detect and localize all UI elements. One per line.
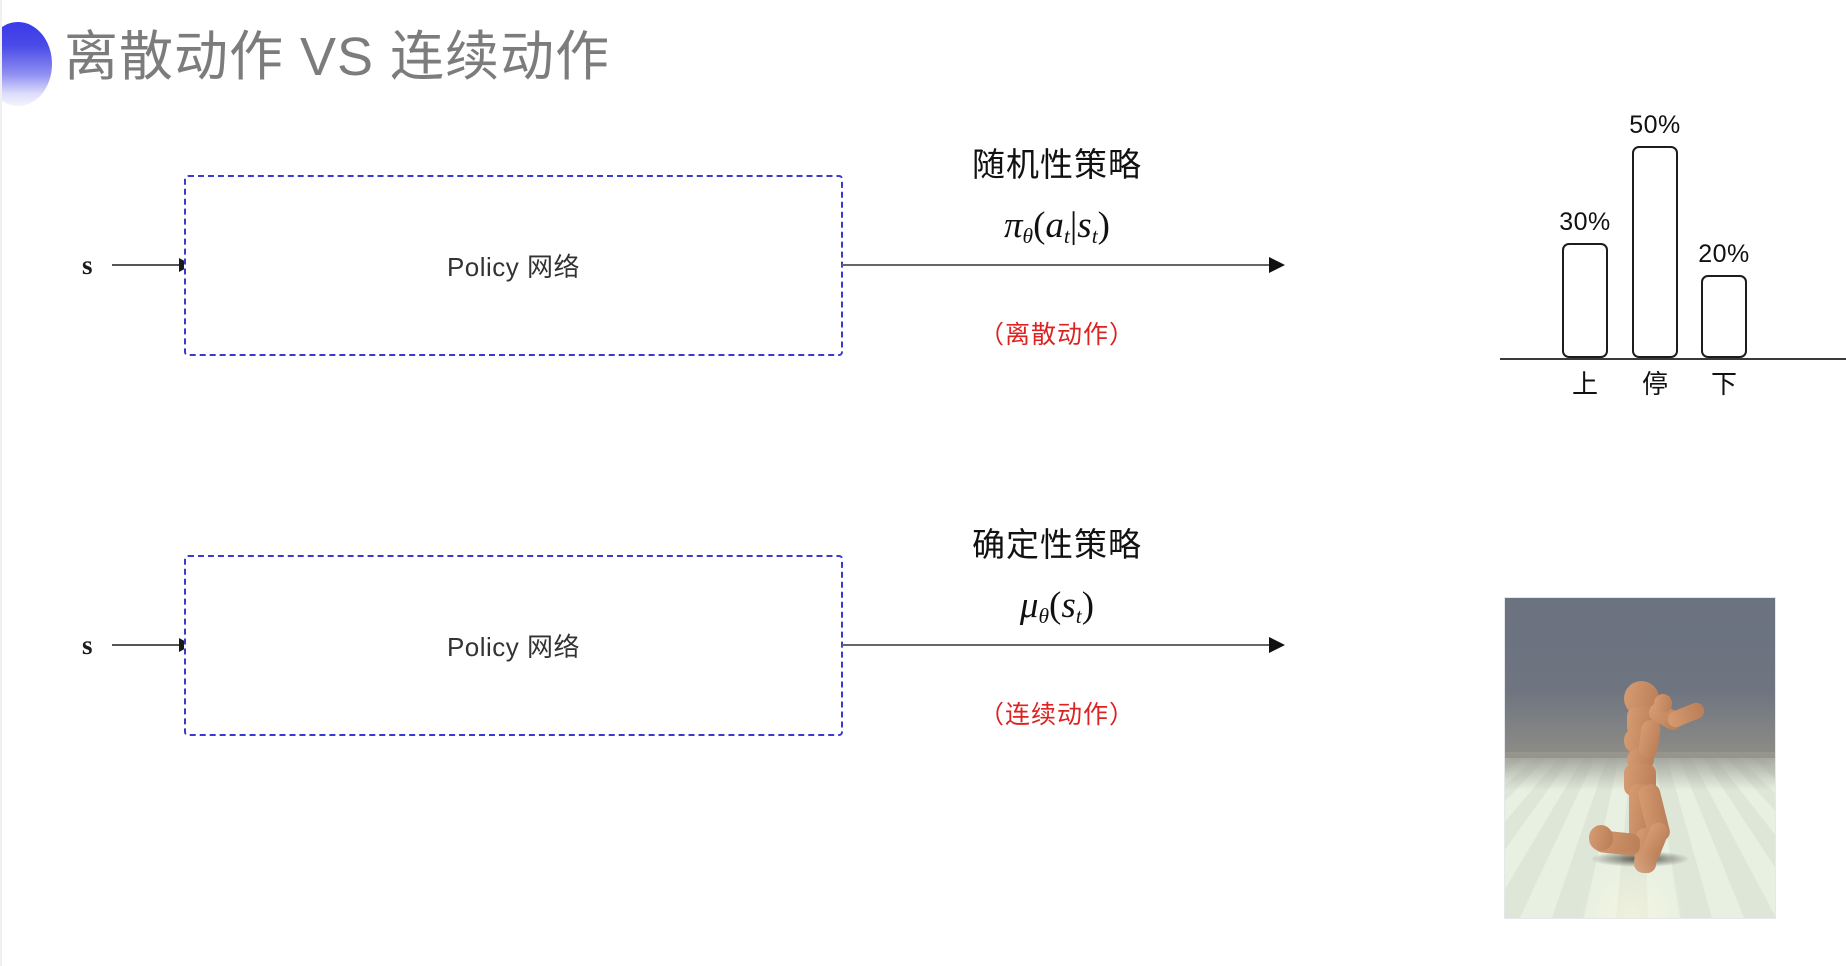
- bar-chart-plot-area: 30% 50% 20%: [1500, 96, 1830, 358]
- annotation-continuous: 确定性策略 μθ(st): [877, 518, 1237, 629]
- bar-value-label-0: 30%: [1559, 208, 1611, 236]
- bar-value-label-2: 20%: [1698, 240, 1750, 268]
- policy-network-box-discrete[interactable]: Policy 网络: [184, 175, 843, 356]
- action-probability-bar-chart: 30% 50% 20% 上 停 下: [1500, 96, 1846, 399]
- bar-category-label-2: 下: [1710, 369, 1737, 399]
- formula-arg-sub-continuous: t: [1075, 604, 1082, 628]
- annotation-formula-discrete: πθ(at|st): [877, 204, 1237, 249]
- bar-group-1[interactable]: 50%: [1629, 96, 1681, 358]
- formula-cond-sub-discrete: t: [1091, 224, 1098, 248]
- discrete-action-row: s Policy 网络 随机性策略 πθ(at|st) （离散动作）: [2, 140, 1846, 440]
- formula-close-discrete: ): [1097, 205, 1110, 246]
- title-decoration-icon: [2, 22, 52, 106]
- bar-rect-2: [1701, 275, 1747, 358]
- formula-close-continuous: ): [1081, 585, 1095, 626]
- annotation-note-discrete: （离散动作）: [978, 321, 1135, 349]
- bar-category-label-1: 停: [1641, 369, 1668, 399]
- formula-fn-continuous: μ: [1019, 585, 1039, 626]
- bar-value-label-1: 50%: [1629, 111, 1681, 139]
- policy-network-label-discrete: Policy 网络: [446, 252, 581, 282]
- annotation-title-discrete: 随机性策略: [972, 146, 1142, 183]
- formula-arg-sub-discrete: t: [1063, 224, 1070, 248]
- continuous-action-row: s Policy 网络 确定性策略 μθ(st) （连续动作）: [2, 520, 1846, 920]
- humanoid-hand-right: [1653, 694, 1673, 714]
- state-input-arrow-discrete: [112, 258, 192, 272]
- policy-output-arrow-continuous: [842, 637, 1285, 653]
- formula-open-continuous: (: [1049, 585, 1062, 626]
- formula-bar-discrete: |: [1069, 205, 1078, 246]
- formula-arg-continuous: s: [1061, 585, 1076, 626]
- formula-sub-discrete: θ: [1022, 224, 1034, 248]
- bar-group-2[interactable]: 20%: [1698, 96, 1750, 358]
- formula-fn-discrete: π: [1003, 205, 1023, 246]
- bar-rect-1: [1632, 146, 1678, 358]
- humanoid-knee-left: [1588, 825, 1613, 851]
- policy-output-arrow-discrete: [842, 257, 1285, 273]
- formula-sub-continuous: θ: [1038, 604, 1050, 628]
- state-input-label-continuous: s: [82, 630, 93, 660]
- formula-cond-discrete: s: [1077, 205, 1092, 246]
- annotation-title-continuous: 确定性策略: [972, 526, 1142, 563]
- annotation-discrete: 随机性策略 πθ(at|st): [877, 138, 1237, 249]
- state-input-label-discrete: s: [82, 250, 93, 280]
- state-input-arrow-continuous: [112, 638, 192, 652]
- policy-network-box-continuous[interactable]: Policy 网络: [184, 555, 843, 736]
- bar-category-label-0: 上: [1571, 369, 1598, 399]
- bar-rect-0: [1562, 243, 1608, 358]
- annotation-formula-continuous: μθ(st): [877, 584, 1237, 629]
- page-title: 离散动作 VS 连续动作: [64, 27, 611, 87]
- policy-network-label-continuous: Policy 网络: [446, 632, 581, 662]
- humanoid-simulation-image: [1505, 598, 1775, 918]
- bar-group-0[interactable]: 30%: [1559, 96, 1611, 358]
- formula-arg-discrete: a: [1045, 205, 1064, 246]
- simulation-floor-glare: [1575, 847, 1689, 918]
- formula-open-discrete: (: [1033, 205, 1046, 246]
- annotation-note-continuous: （连续动作）: [978, 701, 1135, 729]
- bar-chart-x-axis: [1500, 358, 1846, 360]
